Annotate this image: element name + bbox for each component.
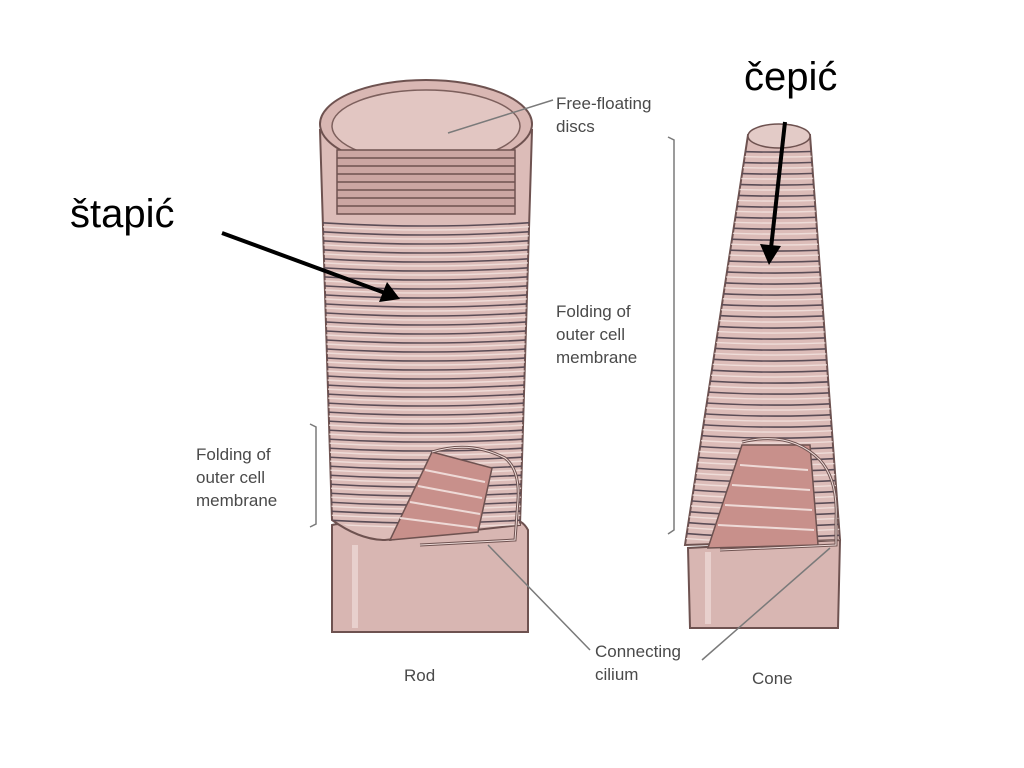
folding-left-label-line3: membrane bbox=[196, 491, 277, 510]
cone-caption: Cone bbox=[752, 669, 793, 688]
rod-fold-highlight bbox=[320, 351, 532, 357]
rod-fold-line bbox=[320, 347, 532, 353]
folding-right-label-line2: outer cell bbox=[556, 325, 625, 344]
folding-left-label-line2: outer cell bbox=[196, 468, 265, 487]
rod-fold-highlight bbox=[320, 333, 532, 339]
rod-fold-highlight bbox=[320, 387, 532, 393]
rod-fold-line bbox=[320, 221, 532, 227]
rod-fold-highlight bbox=[320, 342, 532, 348]
rod-fold-highlight bbox=[320, 450, 532, 456]
rod-pointer-arrow bbox=[221, 231, 400, 302]
cone-tip bbox=[747, 123, 811, 149]
folding-right-label-line1: Folding of bbox=[556, 302, 631, 321]
rod-fold-highlight bbox=[320, 324, 532, 330]
cone-pointer-arrow bbox=[760, 121, 787, 265]
rod-fold-line bbox=[320, 437, 532, 443]
rod-fold-highlight bbox=[320, 315, 532, 321]
rod-fold-highlight bbox=[320, 225, 532, 231]
rod-fold-highlight bbox=[320, 297, 532, 303]
rod-fold-highlight bbox=[320, 306, 532, 312]
rod-fold-line bbox=[320, 419, 532, 425]
rod-fold-line bbox=[320, 338, 532, 344]
free-floating-label-line1: Free-floating bbox=[556, 94, 651, 113]
rod-fold-highlight bbox=[320, 234, 532, 240]
rod-fold-line bbox=[320, 365, 532, 371]
rod-fold-line bbox=[320, 410, 532, 416]
rod-fold-highlight bbox=[320, 288, 532, 294]
connecting-cilium-label-line1: Connecting bbox=[595, 642, 681, 661]
rod-fold-line bbox=[320, 230, 532, 236]
rod-fold-line bbox=[320, 293, 532, 299]
rod-fold-highlight bbox=[320, 279, 532, 285]
rod-fold-highlight bbox=[320, 369, 532, 375]
rod-fold-line bbox=[320, 320, 532, 326]
rod-membrane-folds bbox=[320, 221, 532, 528]
rod-fold-line bbox=[320, 428, 532, 434]
rod-fold-line bbox=[320, 248, 532, 254]
rod-fold-line bbox=[320, 374, 532, 380]
rod-fold-highlight bbox=[320, 243, 532, 249]
rod-fold-line bbox=[320, 266, 532, 272]
rod-term-label: štapić bbox=[70, 192, 175, 236]
rod-free-discs bbox=[336, 149, 516, 215]
cone-term-label: čepić bbox=[744, 55, 837, 99]
rod-fold-highlight bbox=[320, 378, 532, 384]
folding-right-label-line3: membrane bbox=[556, 348, 637, 367]
rod-fold-highlight bbox=[320, 396, 532, 402]
rod-fold-line bbox=[320, 356, 532, 362]
rod-fold-highlight bbox=[320, 432, 532, 438]
rod-fold-line bbox=[320, 455, 532, 461]
rod-fold-line bbox=[320, 257, 532, 263]
connecting-cilium-label-line2: cilium bbox=[595, 665, 638, 684]
rod-fold-highlight bbox=[320, 405, 532, 411]
rod-fold-line bbox=[320, 239, 532, 245]
rod-fold-highlight bbox=[320, 441, 532, 447]
rod-fold-line bbox=[320, 329, 532, 335]
leader-lines bbox=[309, 99, 831, 661]
rod-fold-line bbox=[320, 302, 532, 308]
rod-cell bbox=[318, 79, 534, 633]
cone-cell bbox=[683, 123, 842, 629]
free-floating-label-line2: discs bbox=[556, 117, 595, 136]
folding-left-label-line1: Folding of bbox=[196, 445, 271, 464]
rod-fold-highlight bbox=[320, 423, 532, 429]
rod-fold-line bbox=[320, 311, 532, 317]
rod-fold-line bbox=[320, 284, 532, 290]
rod-caption: Rod bbox=[404, 666, 435, 685]
rod-cutaway bbox=[388, 451, 493, 541]
rod-fold-highlight bbox=[320, 252, 532, 258]
rod-fold-highlight bbox=[320, 414, 532, 420]
rod-fold-highlight bbox=[320, 270, 532, 276]
rod-fold-highlight bbox=[320, 360, 532, 366]
rod-fold-line bbox=[320, 383, 532, 389]
rod-fold-line bbox=[320, 392, 532, 398]
rod-fold-line bbox=[320, 401, 532, 407]
rod-fold-highlight bbox=[320, 261, 532, 267]
rod-fold-line bbox=[320, 446, 532, 452]
